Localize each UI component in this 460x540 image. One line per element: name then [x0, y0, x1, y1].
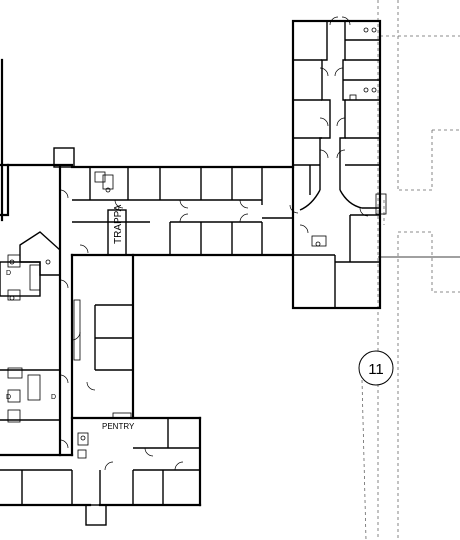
room-letter-lower: D	[51, 394, 56, 401]
building-marker: 11	[358, 350, 394, 386]
site-boundary-lines	[361, 0, 460, 540]
central-wing	[53, 147, 295, 257]
room-letter-upper: D	[6, 394, 11, 401]
east-wing	[291, 19, 387, 310]
door-swings	[59, 16, 369, 471]
pantry-label: PENTRY	[102, 422, 135, 431]
stair-label: TRAPPA	[113, 204, 124, 244]
west-wing	[0, 58, 202, 526]
room-letter-mid: D	[6, 270, 11, 277]
building-marker-number: 11	[368, 361, 384, 378]
